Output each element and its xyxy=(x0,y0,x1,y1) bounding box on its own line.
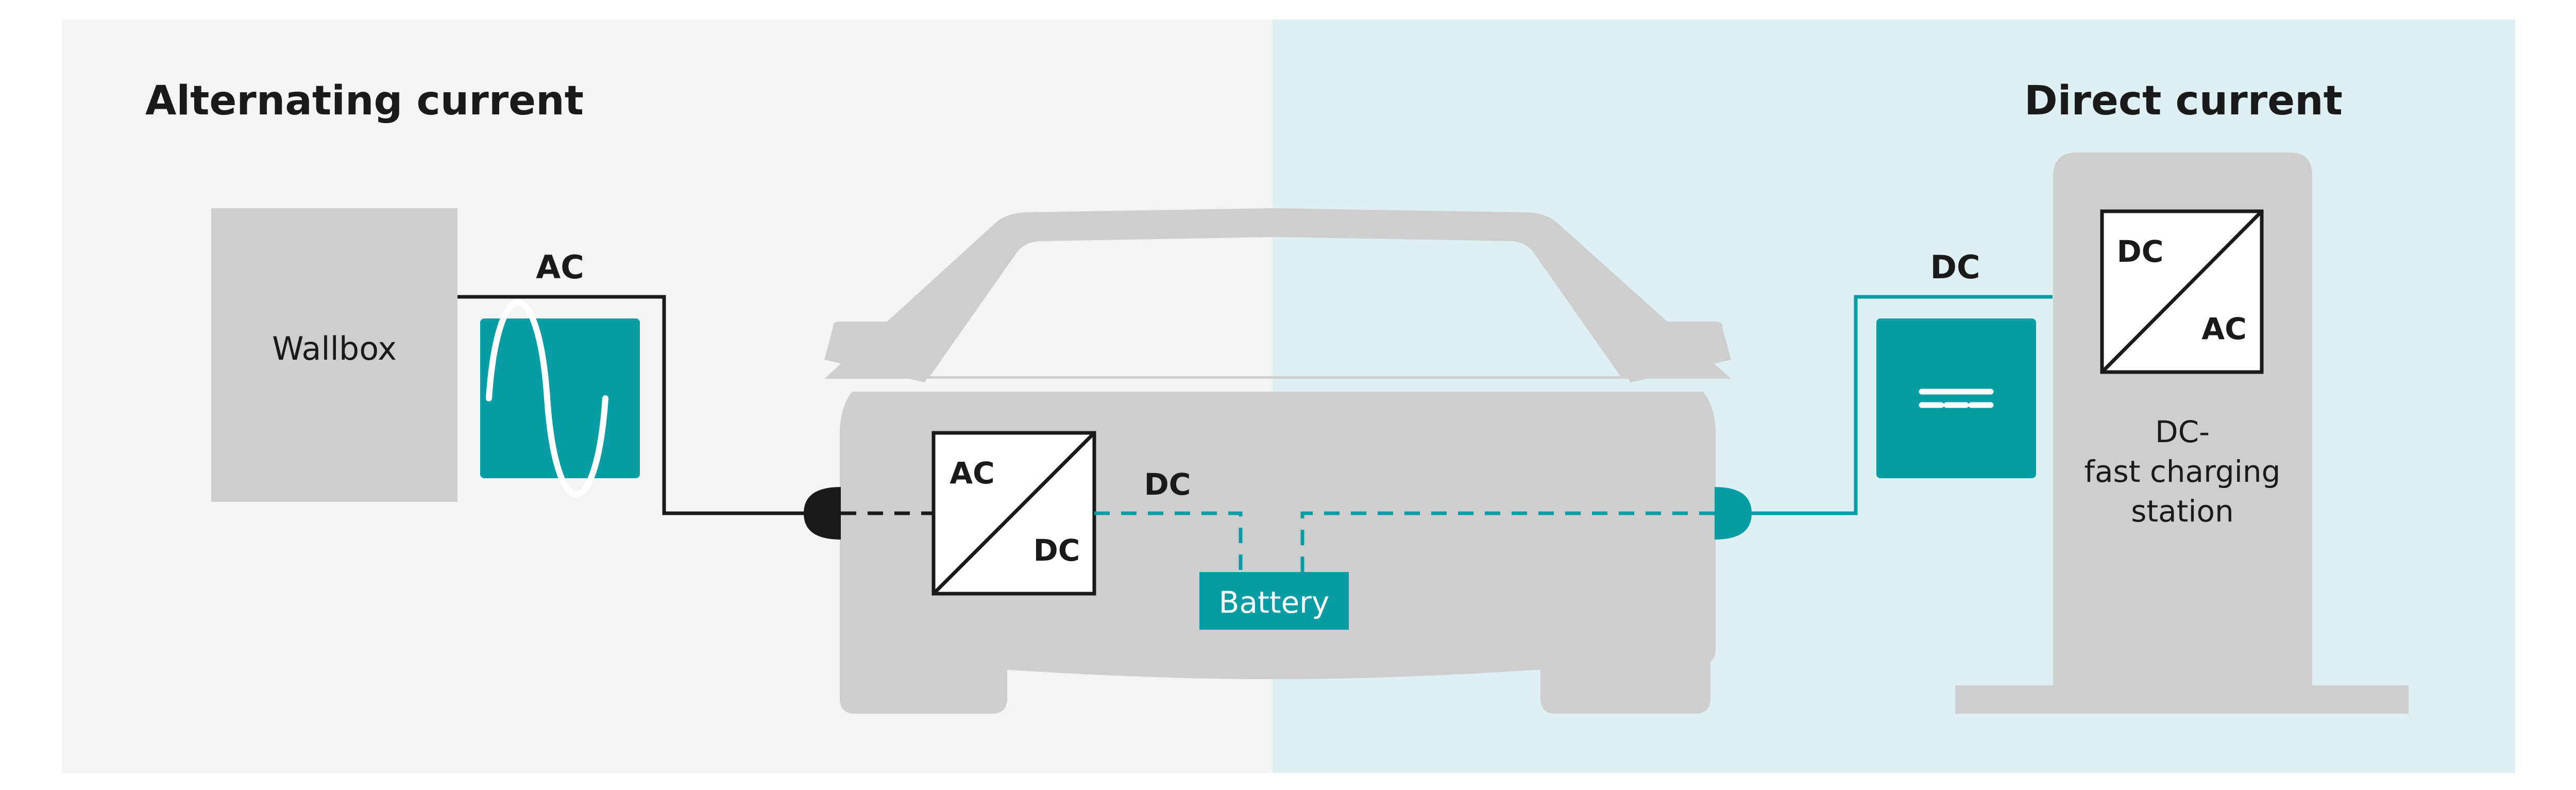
wallbox xyxy=(211,208,457,502)
ac-symbol-box xyxy=(480,318,640,478)
sine-wave-icon xyxy=(486,299,608,497)
battery-label: Battery xyxy=(1219,585,1330,620)
car-windshield-right xyxy=(1273,237,1620,376)
onboard-converter-diagonal xyxy=(932,431,1096,595)
station-converter-input-label: DC xyxy=(2117,234,2164,269)
station-converter-diagonal xyxy=(2100,210,2263,374)
direct-current-title: Direct current xyxy=(2024,78,2343,124)
charging-station-base xyxy=(1955,685,2409,714)
dc-cable-label: DC xyxy=(1930,248,1980,286)
station-label-line1: DC- xyxy=(2155,414,2210,449)
direct-current-icon xyxy=(1919,389,1994,408)
alternating-current-title: Alternating current xyxy=(145,78,584,124)
station-label-line3: station xyxy=(2131,494,2234,529)
battery xyxy=(1199,572,1349,630)
station-label-line2: fast charging xyxy=(2084,454,2281,489)
internal-dc-label: DC xyxy=(1144,467,1191,502)
internal-dc-line-right xyxy=(1300,511,1715,572)
internal-dc-line-left xyxy=(1094,511,1243,572)
station-converter-output-label: AC xyxy=(2201,311,2246,346)
onboard-converter-input-label: AC xyxy=(950,456,994,491)
dc-charging-port xyxy=(1715,487,1752,540)
ac-cable xyxy=(457,295,819,515)
dc-symbol-box xyxy=(1876,318,2036,478)
ac-cable-label: AC xyxy=(536,248,584,286)
ac-charging-port xyxy=(804,487,841,540)
wallbox-label: Wallbox xyxy=(272,330,397,367)
dc-cable xyxy=(1752,295,2053,515)
onboard-converter-output-label: DC xyxy=(1033,533,1080,568)
